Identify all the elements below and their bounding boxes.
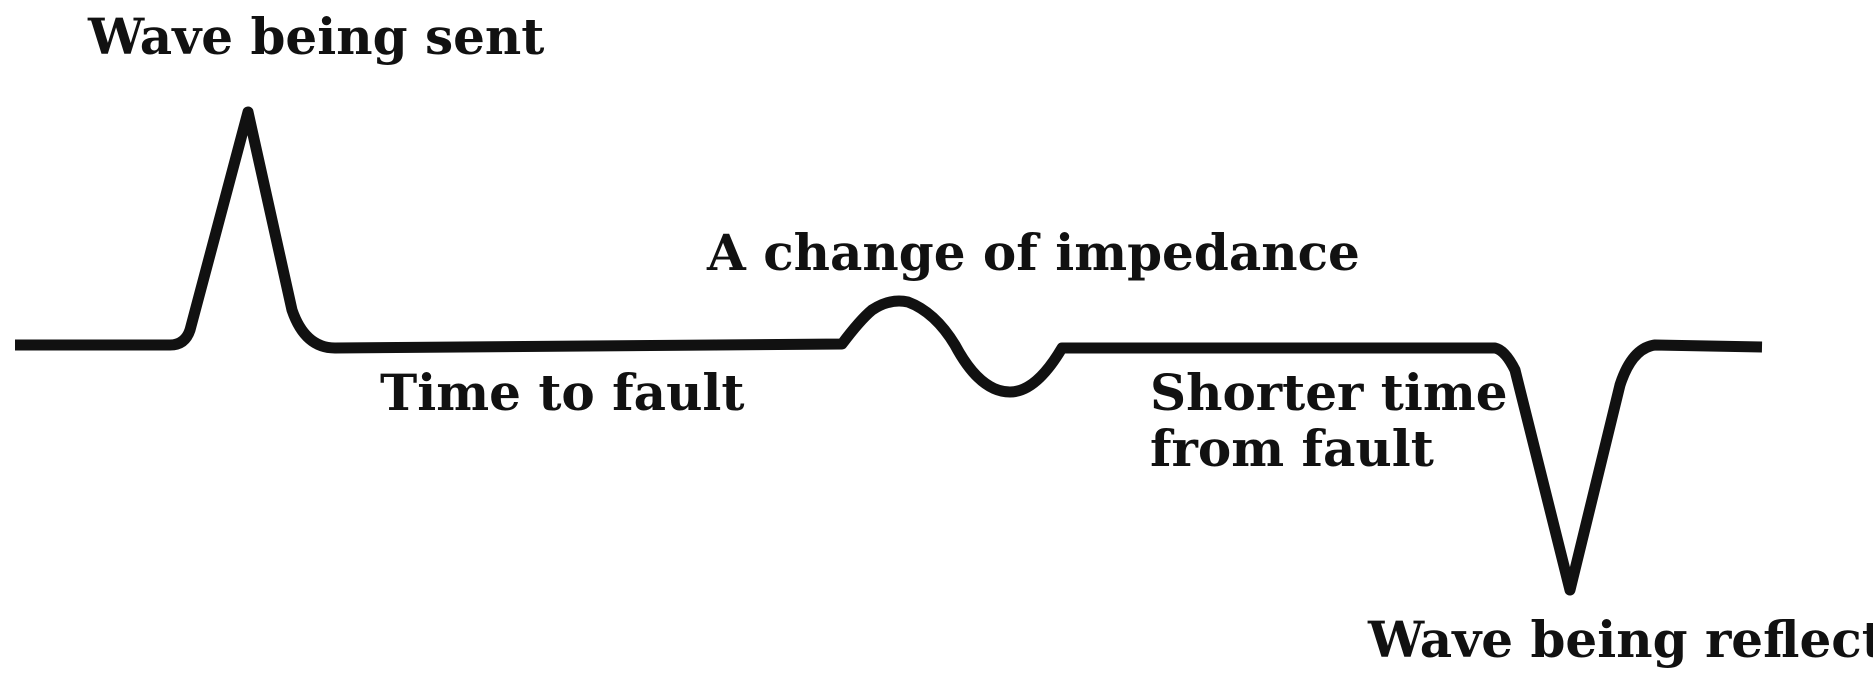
waveform-trace [15,106,1763,596]
wave-sent-label: Wave being sent [87,7,544,66]
from-fault-label: from fault [1150,419,1434,478]
shorter-time-label: Shorter time [1150,363,1508,422]
impedance-change-label: A change of impedance [706,223,1360,282]
wave-reflected-label: Wave being reflected [1367,610,1873,669]
time-to-fault-label: Time to fault [380,363,745,422]
